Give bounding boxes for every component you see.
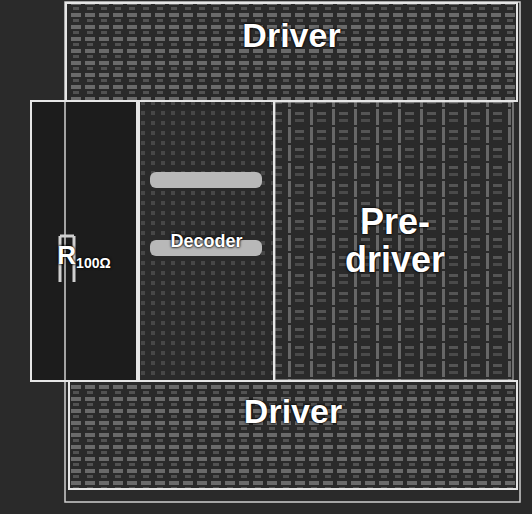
decoder-array <box>138 102 275 380</box>
subscript-label: 100Ω <box>76 255 111 271</box>
decoder-feature <box>150 172 262 188</box>
resistor-block: R100Ω <box>30 100 138 382</box>
driver-block: Driver <box>68 380 518 490</box>
driver-block: Driver <box>65 2 518 102</box>
region-outline <box>275 102 513 380</box>
block-label: R <box>57 240 76 270</box>
block-label: Decoder <box>170 232 242 251</box>
block-label: Pre-driver <box>320 203 470 279</box>
driver-array <box>68 382 518 490</box>
block-label: Driver <box>242 18 340 54</box>
driver-array <box>65 2 518 102</box>
decoder-block: Decoder <box>138 100 275 382</box>
label-row: R100Ω <box>57 242 110 271</box>
outer-outline <box>65 2 520 502</box>
block-label: Driver <box>244 394 342 430</box>
predriver-array <box>275 102 515 380</box>
predriver-block: Pre-driver <box>275 102 515 380</box>
resistor-area <box>30 102 138 380</box>
